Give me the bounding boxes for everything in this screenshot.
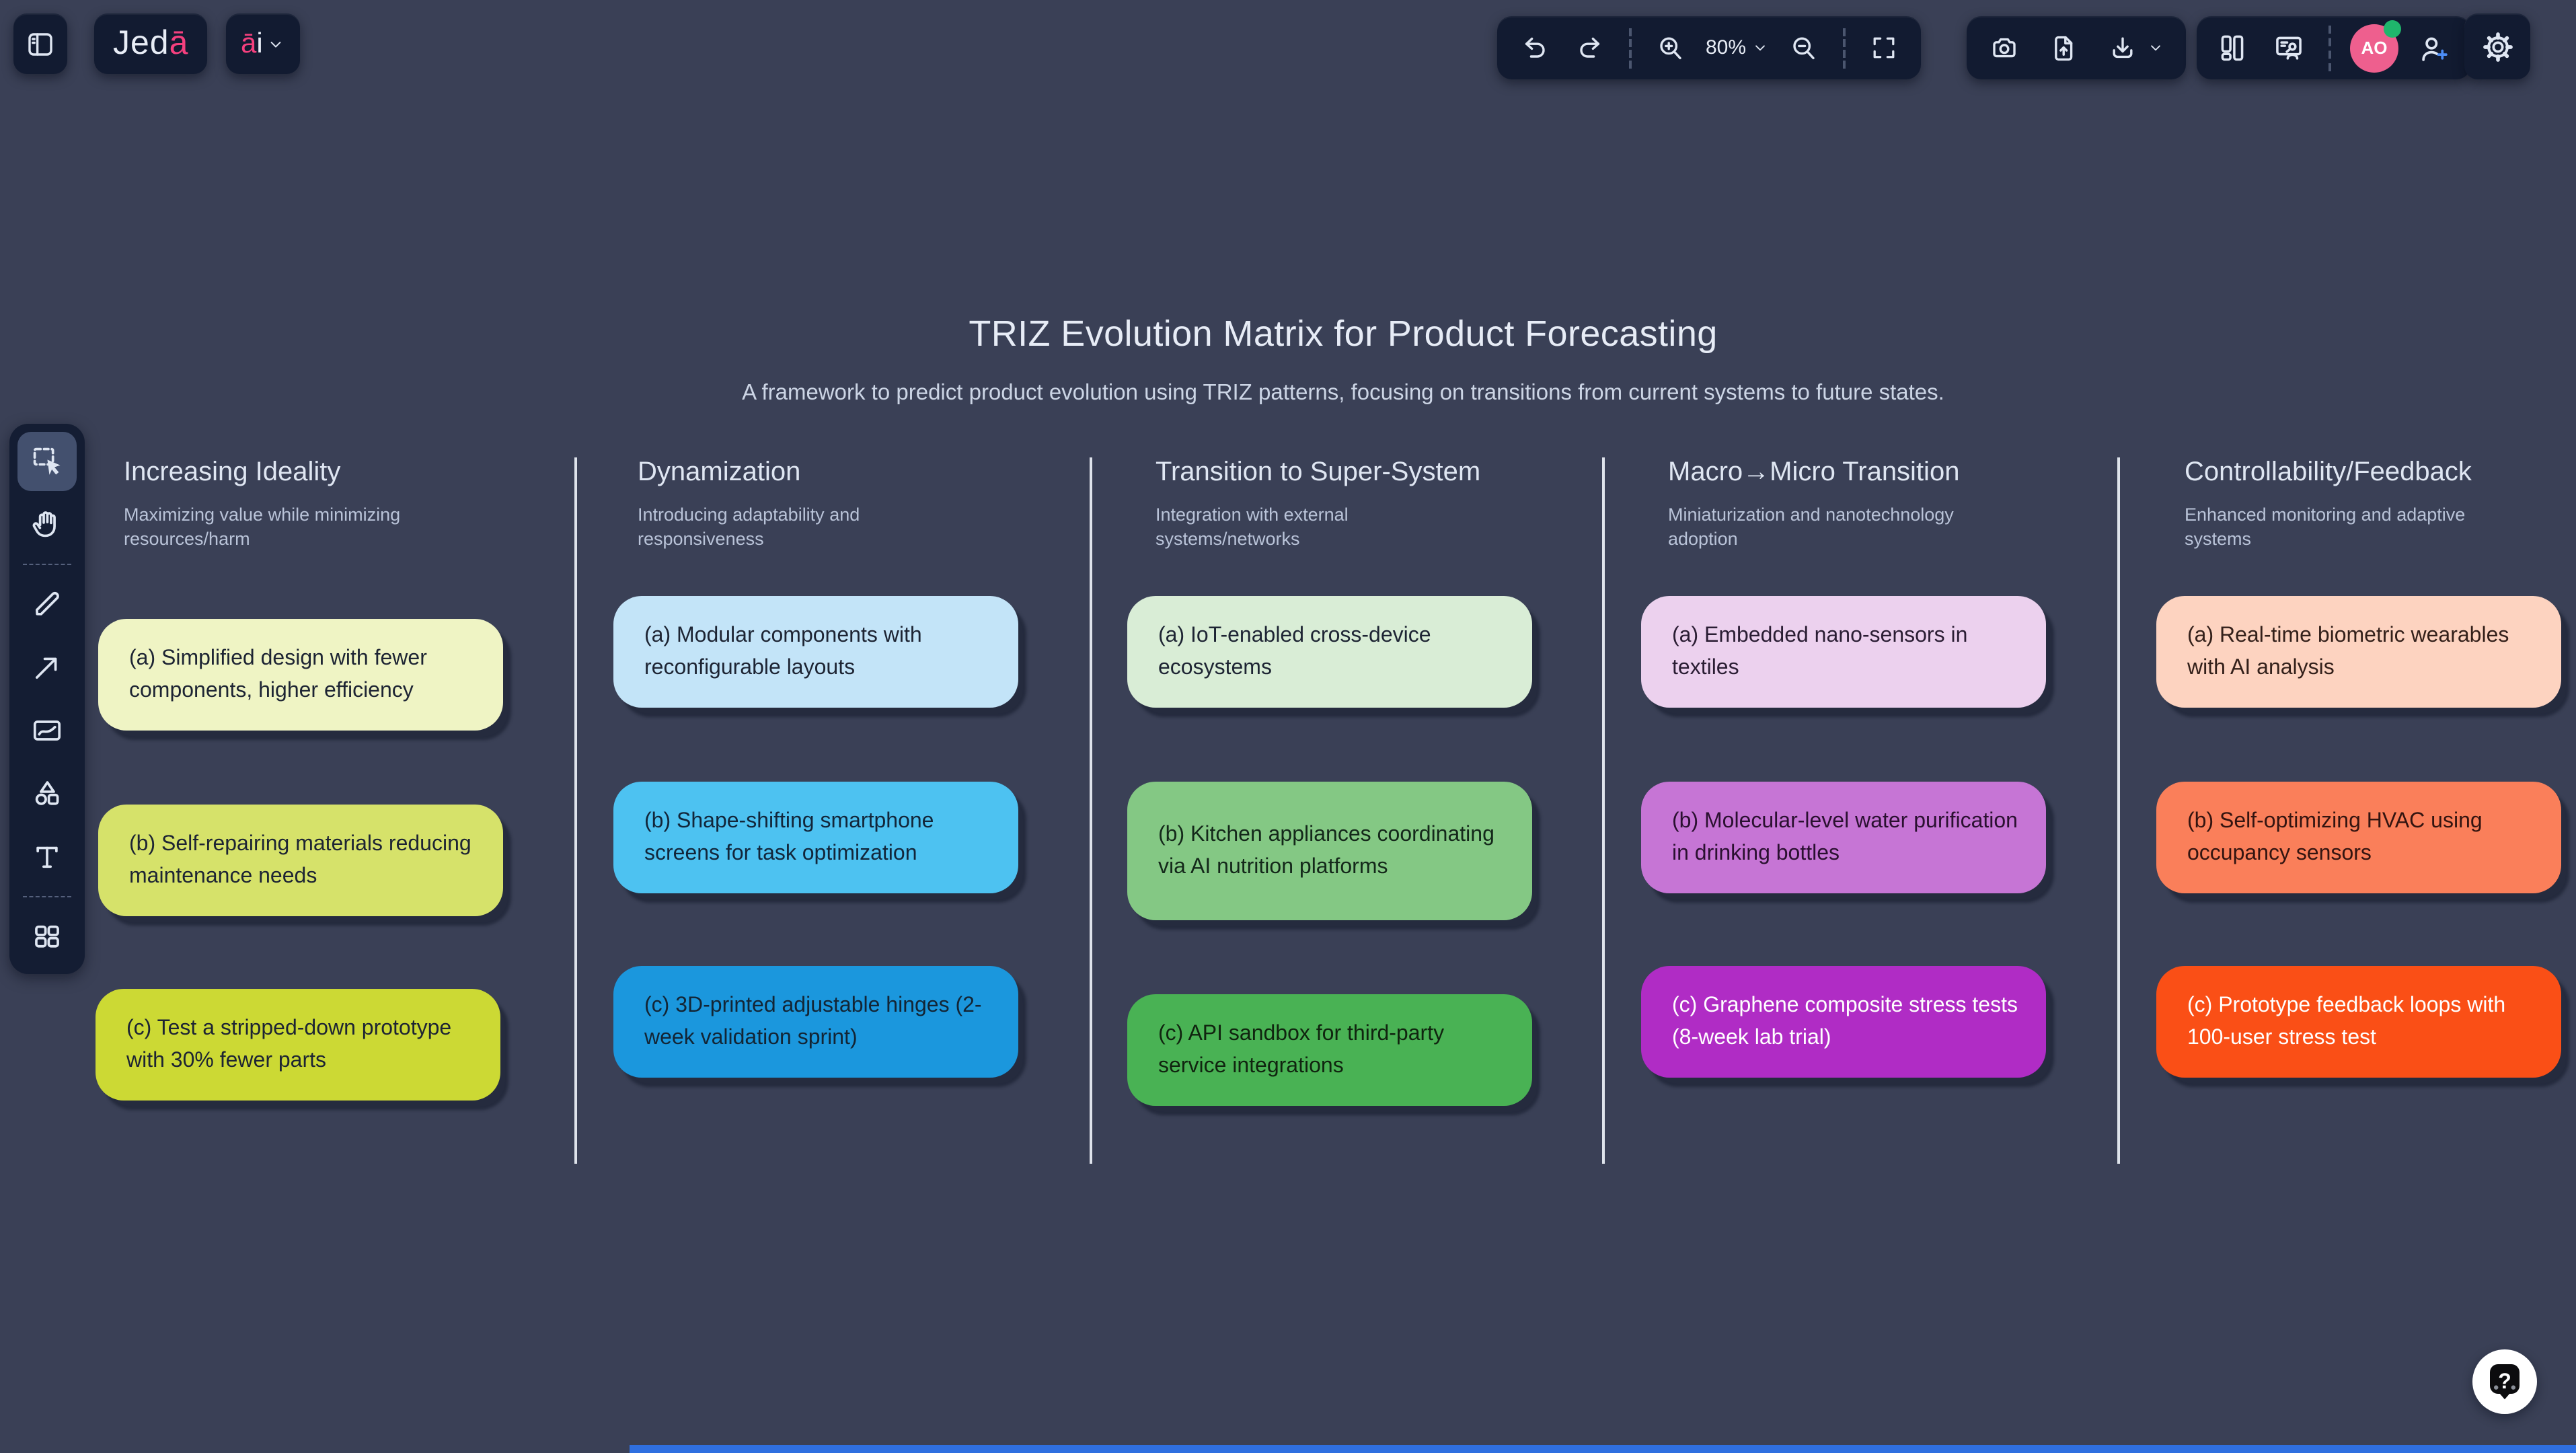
tool-select[interactable] [17,432,77,491]
column-title: Dynamization [638,457,801,487]
arrow-icon [30,650,65,685]
bottom-accent-bar [630,1445,2576,1453]
column-subtitle: Introducing adaptability and responsiven… [638,505,860,550]
column-header-4[interactable]: Macro→Micro Transition Miniaturization a… [1668,457,1984,552]
divider [2328,25,2331,71]
online-status-dot [2384,20,2401,37]
sidebar-toggle-button[interactable] [13,13,67,74]
tool-shapes[interactable] [17,764,77,823]
sticky-note[interactable]: (b) Self-repairing materials reducing ma… [98,805,503,916]
settings-button[interactable] [2464,13,2530,79]
app-logo: Jedā [113,24,189,62]
column-title: Increasing Ideality [124,457,341,487]
download-menu-button[interactable] [2103,32,2168,64]
undo-button[interactable] [1515,32,1555,64]
divider [23,564,71,565]
zoom-out-button[interactable] [1784,32,1824,64]
ai-label: āi [241,28,263,59]
history-zoom-toolbar: 80% [1497,16,1922,79]
ai-menu-button[interactable]: āi [226,13,301,74]
sticky-note[interactable]: (b) Self-optimizing HVAC using occupancy… [2156,782,2561,893]
tool-widgets[interactable] [17,907,77,966]
divider [23,896,71,897]
help-bubble-icon: ? [2472,1349,2537,1414]
column-title: Transition to Super-System [1156,457,1481,487]
column-divider-line [574,457,577,1164]
export-toolbar [1967,16,2186,79]
present-button[interactable] [2268,31,2310,65]
fullscreen-button[interactable] [1864,32,1903,63]
redo-button[interactable] [1570,32,1610,64]
sticky-note[interactable]: (b) Shape-shifting smartphone screens fo… [613,782,1018,893]
chevron-down-icon [1751,39,1769,57]
hand-icon [30,507,65,542]
column-subtitle: Enhanced monitoring and adaptive systems [2185,505,2466,550]
column-subtitle: Integration with external systems/networ… [1156,505,1349,550]
text-icon [30,840,65,874]
panel-left-icon [24,28,56,60]
sticky-note[interactable]: (b) Molecular-level water purification i… [1641,782,2046,893]
sticky-note[interactable]: (c) API sandbox for third-party service … [1127,994,1532,1106]
sticky-note[interactable]: (a) Real-time biometric wearables with A… [2156,596,2561,708]
sticky-note[interactable]: (a) IoT-enabled cross-device ecosystems [1127,596,1532,708]
column-subtitle: Miniaturization and nanotechnology adopt… [1668,505,1954,550]
zoom-level-value: 80% [1706,36,1747,59]
sticky-note[interactable]: (c) Test a stripped-down prototype with … [96,989,500,1101]
logo-button[interactable]: Jedā [94,13,208,74]
canvas-subtitle[interactable]: A framework to predict product evolution… [742,381,1944,405]
sticky-note[interactable]: (c) 3D-printed adjustable hinges (2-week… [613,966,1018,1078]
collaboration-toolbar: AO [2197,16,2471,79]
frames-button[interactable] [2211,31,2253,65]
sticky-note[interactable]: (b) Kitchen appliances coordinating via … [1127,782,1532,920]
column-header-1[interactable]: Increasing Ideality Maximizing value whi… [124,457,440,552]
column-header-3[interactable]: Transition to Super-System Integration w… [1156,457,1480,552]
help-question-mark: ? [2498,1369,2511,1393]
column-header-5[interactable]: Controllability/Feedback Enhanced monito… [2185,457,2501,552]
grid-icon [30,919,65,954]
tool-text[interactable] [17,827,77,887]
column-title: Macro→Micro Transition [1668,457,1960,487]
sticky-note[interactable]: (c) Graphene composite stress tests (8-w… [1641,966,2046,1078]
column-divider-line [1602,457,1605,1164]
tool-image[interactable] [17,701,77,760]
invite-user-button[interactable] [2413,30,2456,65]
image-icon [30,713,65,748]
pen-icon [30,587,65,622]
chevron-down-icon [267,34,286,53]
zoom-level-dropdown[interactable]: 80% [1706,36,1769,59]
column-subtitle: Maximizing value while minimizing resour… [124,505,401,550]
user-avatar[interactable]: AO [2350,20,2401,72]
screenshot-button[interactable] [1984,32,2024,64]
shapes-icon [30,776,65,811]
divider [1629,28,1632,68]
gear-icon [2480,29,2515,64]
avatar-initials: AO [2361,38,2388,58]
tool-pen[interactable] [17,574,77,634]
column-title: Controllability/Feedback [2185,457,2472,487]
tool-pan[interactable] [17,495,77,554]
chevron-down-icon [2151,45,2160,51]
tools-sidebar [9,424,85,974]
help-button[interactable]: ? [2472,1349,2537,1414]
sticky-note[interactable]: (a) Modular components with reconfigurab… [613,596,1018,708]
sticky-note[interactable]: (a) Simplified design with fewer compone… [98,619,503,731]
column-divider-line [2117,457,2120,1164]
divider [1843,28,1846,68]
tool-connector[interactable] [17,638,77,697]
sticky-note[interactable]: (a) Embedded nano-sensors in textiles [1641,596,2046,708]
select-cursor-icon [30,444,65,479]
sticky-note[interactable]: (c) Prototype feedback loops with 100-us… [2156,966,2561,1078]
import-file-button[interactable] [2043,32,2084,64]
canvas-title[interactable]: TRIZ Evolution Matrix for Product Foreca… [969,313,1718,354]
column-header-2[interactable]: Dynamization Introducing adaptability an… [638,457,927,552]
zoom-in-button[interactable] [1651,32,1691,64]
column-divider-line [1090,457,1092,1164]
